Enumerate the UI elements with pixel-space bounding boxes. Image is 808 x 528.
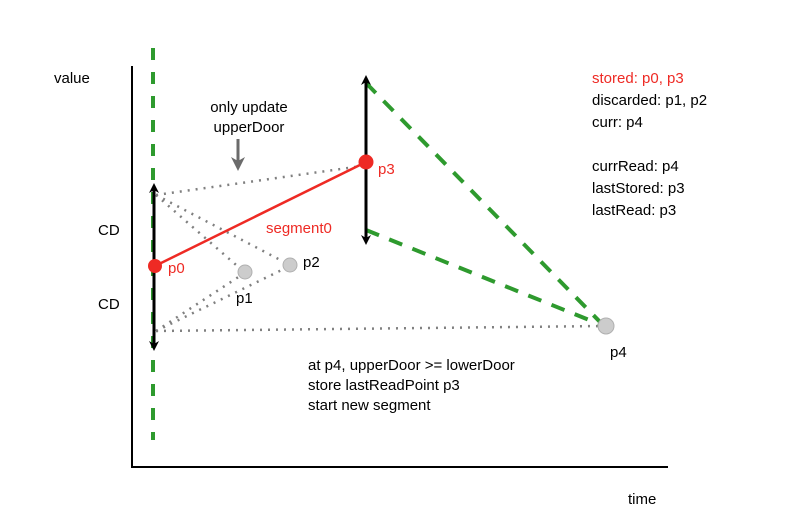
dotted-upper-to-p3 [155, 164, 363, 197]
status-laststored: lastStored: p3 [592, 180, 685, 197]
cd-upper-label: CD [98, 222, 120, 239]
dotted-upper-to-p2 [155, 193, 289, 266]
status-panel: stored: p0, p3 discarded: p1, p2 curr: p… [592, 68, 707, 222]
annotation-line-1: only update [210, 99, 288, 116]
explanation-note: at p4, upperDoor >= lowerDoor store last… [308, 356, 515, 416]
annotation-line-2: upperDoor [213, 119, 285, 136]
point-p2 [282, 257, 298, 273]
point-p3 [358, 154, 374, 170]
point-label-p3: p3 [378, 161, 395, 178]
dotted-lower-to-p2 [155, 265, 289, 333]
segment0-line [154, 160, 367, 268]
status-spacer [592, 134, 707, 156]
status-discarded: discarded: p1, p2 [592, 92, 708, 109]
status-curr: curr: p4 [592, 114, 643, 131]
point-label-p2: p2 [303, 254, 320, 271]
point-label-p0: p0 [168, 260, 185, 277]
cd-lower-label: CD [98, 296, 120, 313]
status-currread: currRead: p4 [592, 158, 679, 175]
lower-door-line [365, 228, 605, 328]
note-line-2: store lastReadPoint p3 [308, 377, 460, 394]
dotted-lower-to-p1 [155, 272, 244, 333]
point-label-p4: p4 [610, 344, 627, 361]
point-p1 [237, 264, 253, 280]
status-stored: stored: p0, p3 [592, 70, 684, 87]
point-p0 [148, 259, 162, 273]
note-line-3: start new segment [308, 397, 431, 414]
annotation-text: only update upperDoor [194, 98, 304, 138]
y-axis-label: value [54, 70, 90, 87]
dotted-upper-to-p1 [155, 194, 244, 272]
point-p4 [597, 317, 615, 335]
upper-door-line [364, 81, 606, 328]
x-axis-label: time [628, 491, 657, 508]
dotted-lower-to-p4 [155, 324, 605, 333]
status-lastread: lastRead: p3 [592, 202, 677, 219]
segment-label: segment0 [266, 220, 332, 237]
point-label-p1: p1 [236, 290, 253, 307]
note-line-1: at p4, upperDoor >= lowerDoor [308, 357, 515, 374]
